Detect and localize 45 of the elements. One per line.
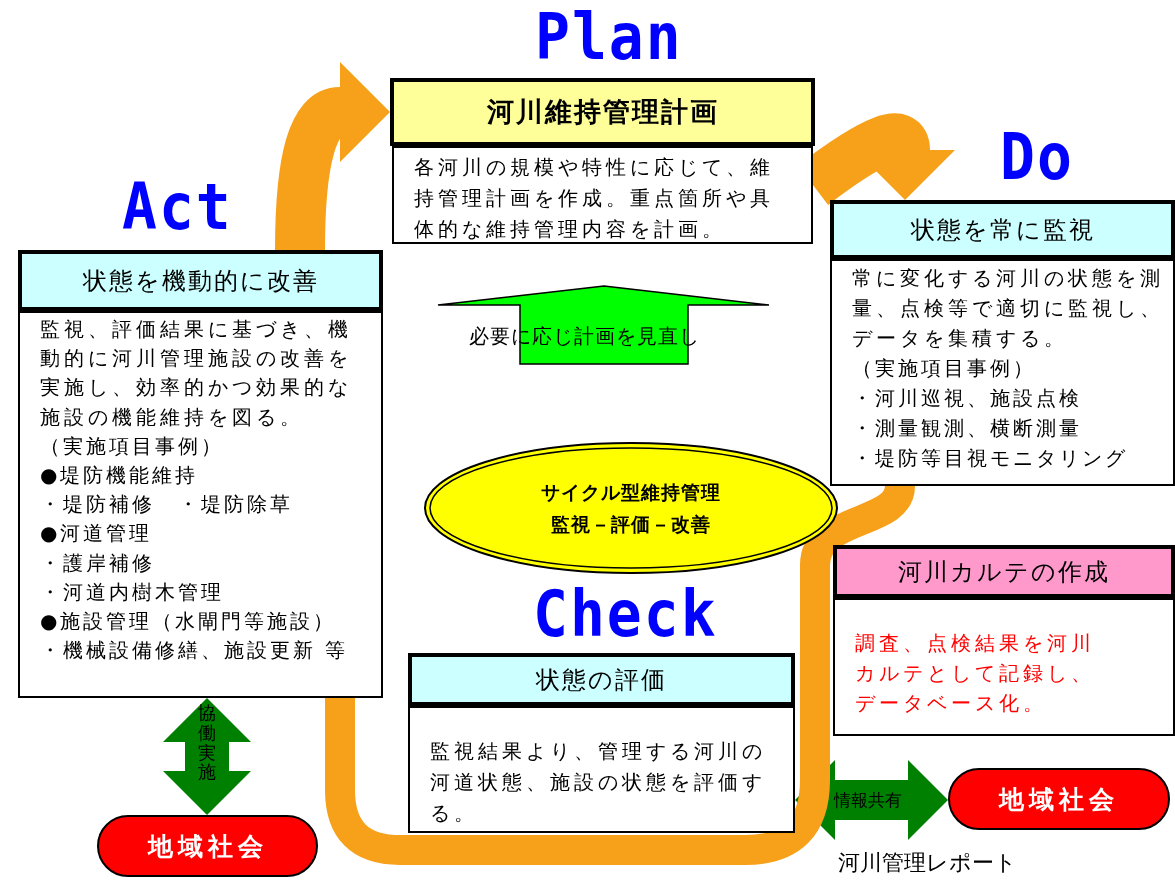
body-text: ●堤防機能維持 [40, 462, 199, 489]
body-text: ・堤防等目視モニタリング [852, 445, 1128, 472]
body-text: 調査、点検結果を河川カルテとして記録し、データベース化。 [855, 630, 1096, 717]
phase-title: Plan [535, 5, 683, 69]
header-title: 状態の評価 [536, 664, 667, 696]
body-text: 各河川の規模や特性に応じて、維持管理計画を作成。重点箇所や具体的な維持管理内容を計画。 [414, 154, 775, 243]
text-box [830, 259, 1175, 486]
community-label: 地域社会 [147, 830, 268, 863]
header-title: 河川維持管理計画 [486, 95, 719, 129]
edge-label: 協働実施 [198, 703, 216, 783]
edge-label: 情報共有 [834, 789, 902, 812]
body-text: ・護岸補修 [40, 549, 155, 577]
text-box [18, 311, 383, 698]
header-box [390, 78, 815, 146]
header-title: 状態を機動的に改善 [82, 265, 319, 297]
body-text: ・機械設備修繕、施設更新 等 [40, 637, 349, 665]
phase-title: Act [122, 175, 233, 239]
body-text: ・河川巡視、施設点検 [852, 385, 1082, 412]
phase-title: Check [533, 582, 718, 646]
header-box [408, 653, 795, 706]
center-text: 監視－評価－改善 [551, 512, 711, 537]
text-box [833, 598, 1175, 736]
body-text: ・測量観測、横断測量 [852, 415, 1082, 442]
phase-title: Do [1000, 125, 1074, 189]
body-text: 監視、評価結果に基づき、機動的に河川管理施設の改善を実施し、効率的かつ効果的な施設の機能維持を図る。 [40, 316, 353, 431]
body-text: （実施項目事例） [852, 355, 1036, 382]
body-text: ●河道管理 [40, 520, 153, 548]
body-text: ・河道内樹木管理 [40, 578, 224, 606]
text-box [408, 706, 795, 833]
header-box [833, 545, 1175, 598]
double-arrow [795, 760, 948, 840]
body-text: 監視結果より、管理する河川の河道状態、施設の状態を評価する。 [430, 738, 767, 827]
header-box [18, 250, 383, 311]
text-box [392, 146, 813, 244]
header-box [830, 200, 1175, 259]
header-title: 状態を常に監視 [910, 214, 1095, 246]
report-label: 河川管理レポート [838, 849, 1017, 877]
body-text: ・堤防補修 ・堤防除草 [40, 491, 293, 519]
header-title: 河川カルテの作成 [898, 556, 1110, 588]
community-label: 地域社会 [999, 783, 1119, 816]
body-text: （実施項目事例） [40, 432, 224, 460]
double-arrow [163, 698, 251, 815]
body-text: ●施設管理（水閘門等施設） [40, 608, 337, 636]
body-text: 常に変化する河川の状態を測量、点検等で適切に監視し、データを集積する。 [852, 265, 1165, 352]
center-text: サイクル型維持管理 [541, 480, 721, 505]
